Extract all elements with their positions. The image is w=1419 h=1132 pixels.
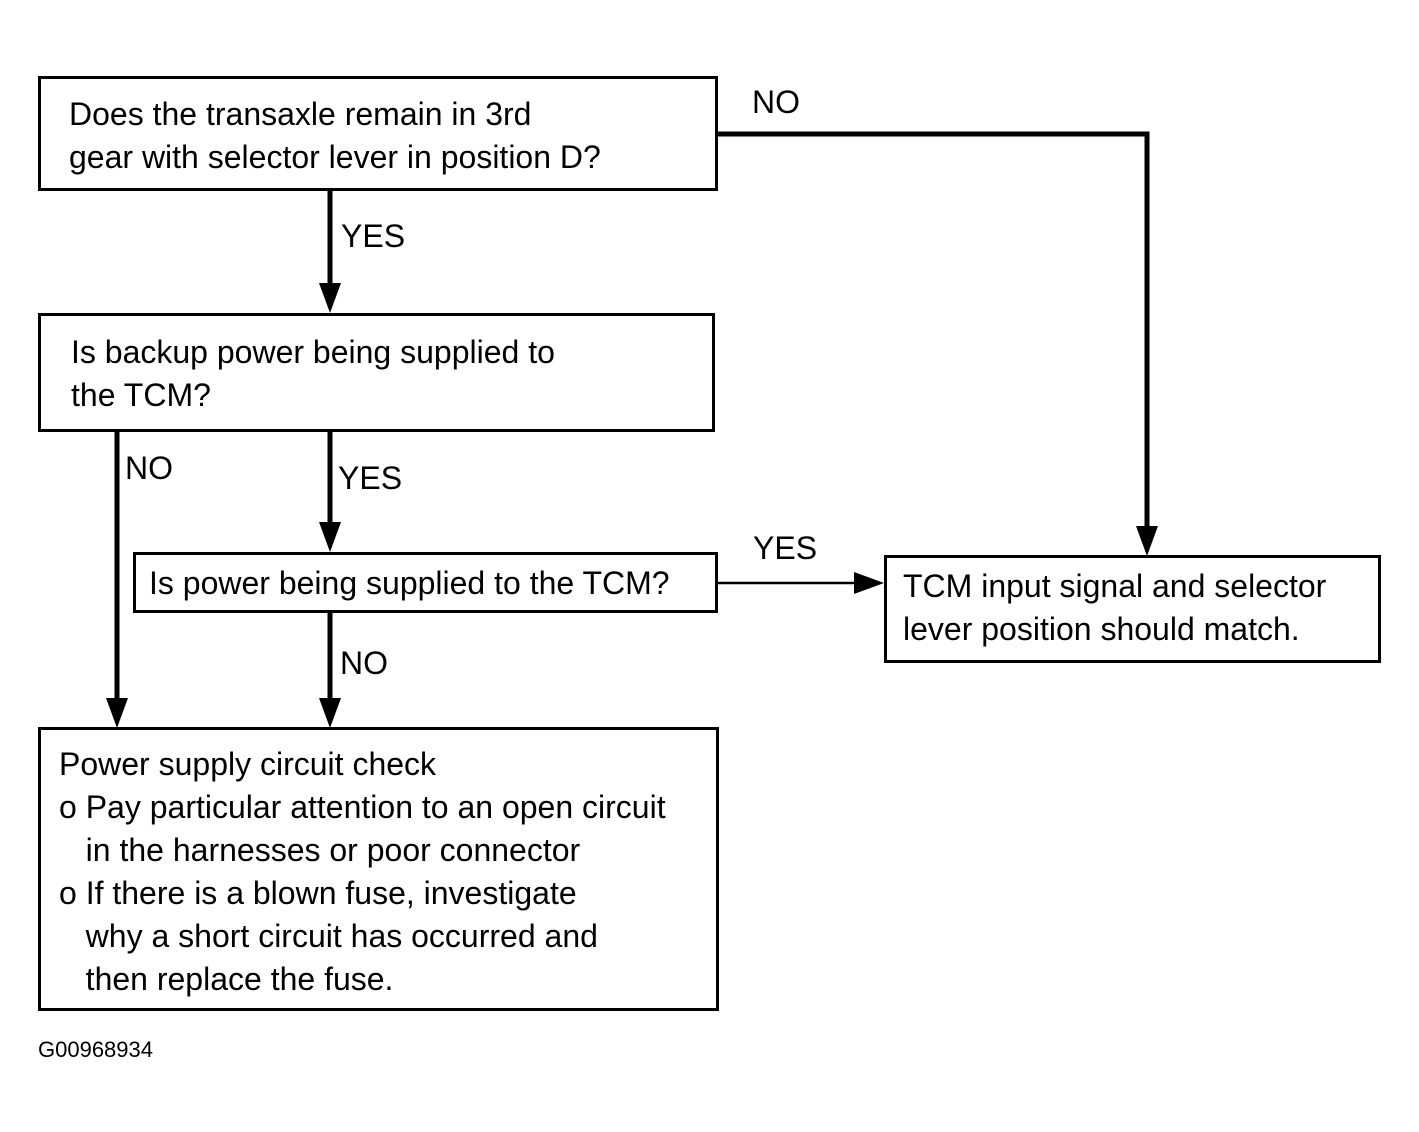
question-3rd-gear-line-1: Does the transaxle remain in 3rd [69,96,532,132]
arrowhead-q2-no [106,698,128,728]
result-check-line-5: why a short circuit has occurred and [59,918,598,954]
result-signal-match-line-1: TCM input signal and selector [903,568,1327,604]
edge-q1-no-line [716,131,1150,532]
question-3rd-gear-box: Does the transaxle remain in 3rd gear wi… [38,76,718,191]
question-power-supplied-line-1: Is power being supplied to the TCM? [149,565,670,601]
result-signal-match-line-2: lever position should match. [903,611,1300,647]
question-power-supplied-box: Is power being supplied to the TCM? [133,552,718,613]
arrowhead-q1-yes [319,283,341,313]
result-check-line-6: then replace the fuse. [59,961,394,997]
edge-q3-no-label: NO [340,645,388,681]
result-check-line-2: o Pay particular attention to an open ci… [59,789,666,825]
figure-id: G00968934 [38,1037,153,1062]
result-check-line-3: in the harnesses or poor connector [59,832,581,868]
result-check-line-1: Power supply circuit check [59,746,437,782]
result-power-supply-check-box: Power supply circuit check o Pay particu… [38,727,719,1011]
result-check-line-4: o If there is a blown fuse, investigate [59,875,577,911]
question-backup-power-line-2: the TCM? [71,377,211,413]
result-signal-match-box: TCM input signal and selector lever posi… [884,555,1381,663]
question-backup-power-box: Is backup power being supplied to the TC… [38,313,715,432]
arrowhead-q3-no [319,698,341,728]
edge-q3-yes-label: YES [753,530,818,566]
edge-q2-no-label: NO [125,450,173,486]
arrowhead-q1-no [1136,526,1158,556]
arrowhead-q2-yes [319,522,341,552]
edge-q2-yes-label: YES [338,460,403,496]
question-backup-power-line-1: Is backup power being supplied to [71,334,555,370]
edge-q1-yes-label: YES [341,218,406,254]
question-3rd-gear-line-2: gear with selector lever in position D? [69,139,601,175]
edge-q1-no-label: NO [752,84,800,120]
arrowhead-q3-yes [854,572,884,594]
